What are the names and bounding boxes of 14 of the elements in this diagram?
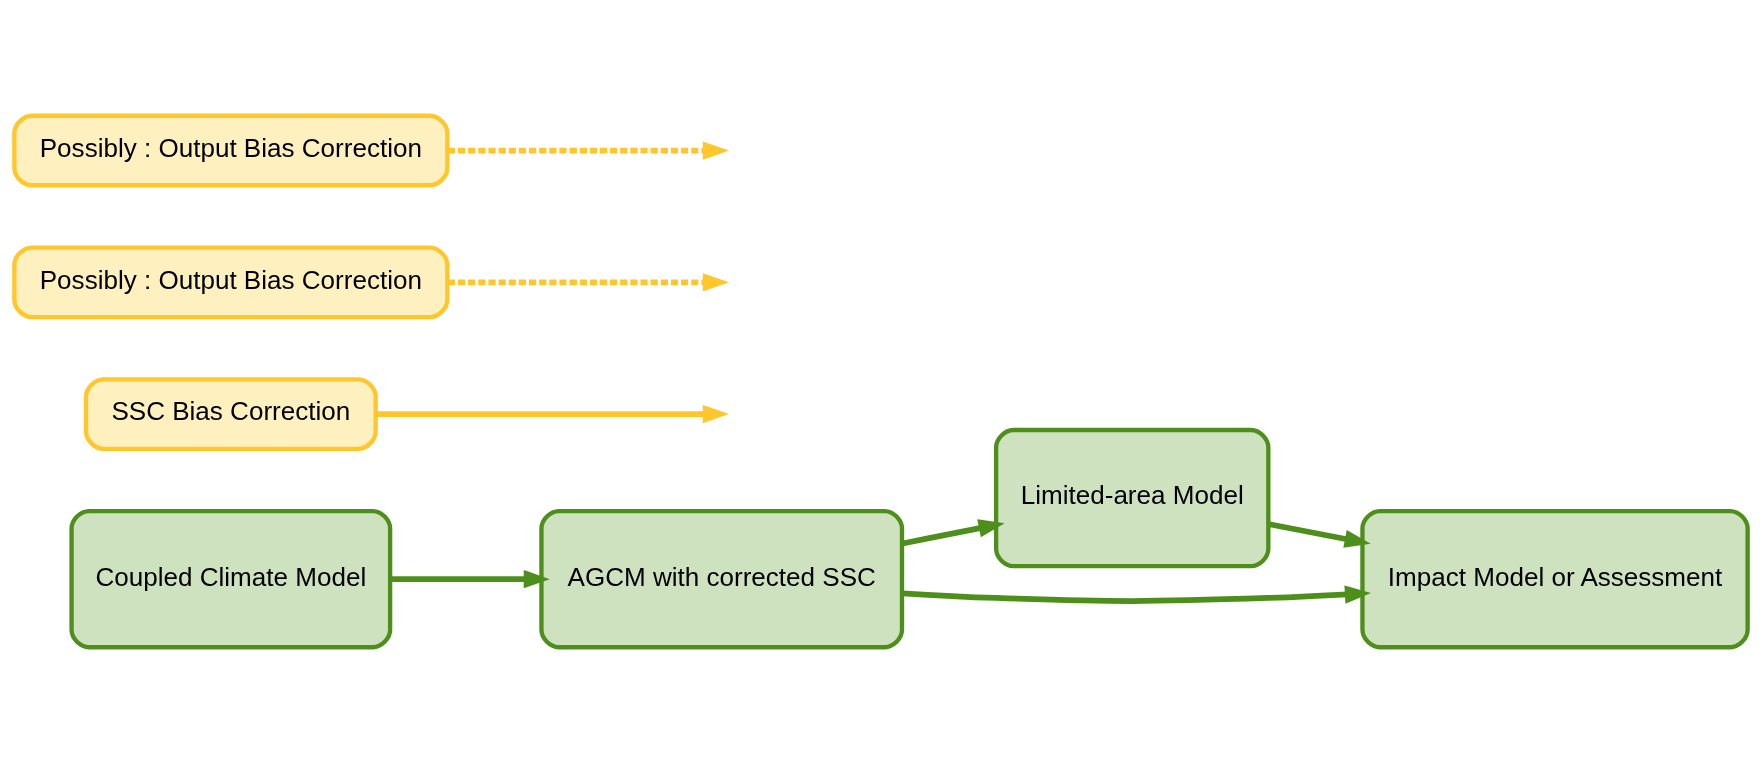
arrow: [902, 584, 1371, 604]
arrow: [390, 569, 550, 588]
node-box: Possibly : Output Bias Correction: [12, 113, 450, 187]
node-box: AGCM with corrected SSC: [539, 508, 905, 649]
node-box: Impact Model or Assessment: [1360, 508, 1750, 649]
node-box: Coupled Climate Model: [69, 508, 393, 649]
arrow: [1268, 520, 1371, 548]
node-box: Possibly : Output Bias Correction: [12, 244, 450, 319]
arrow: [376, 404, 729, 423]
arrow: [902, 518, 1005, 546]
node-box: SSC Bias Correction: [83, 376, 378, 451]
arrow: [447, 140, 729, 160]
node-box: Limited-area Model: [993, 427, 1271, 568]
arrow: [447, 272, 729, 291]
